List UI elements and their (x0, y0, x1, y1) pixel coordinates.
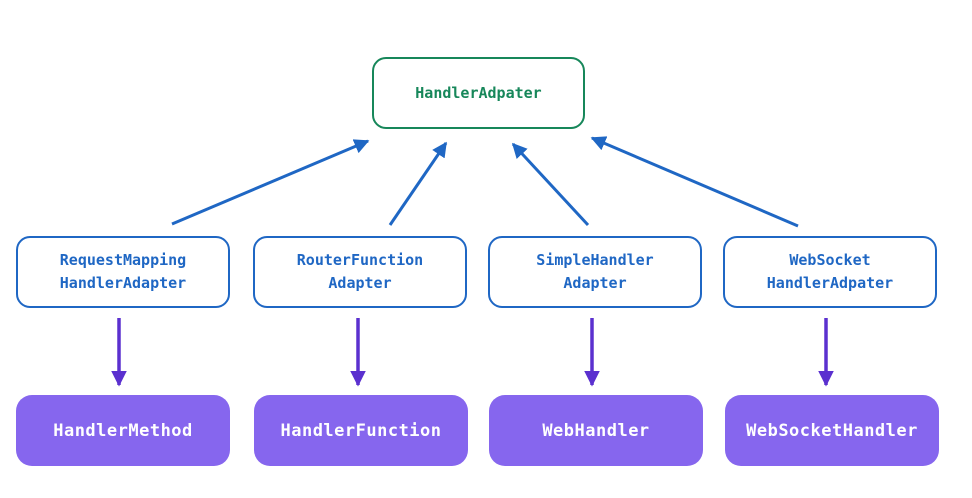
node-label-line1: WebSocket (789, 251, 871, 269)
node-label-line1: RequestMapping (59, 251, 187, 269)
arrow-simplehandler-to-root (511, 142, 590, 227)
node-label: HandlerAdpater (415, 84, 542, 102)
node-label: WebHandler (542, 420, 650, 441)
node-label-line2: HandlerAdpater (766, 274, 894, 292)
node-simplehandler-adapter: SimpleHandler Adapter (488, 236, 702, 308)
node-requestmapping-handleradapter: RequestMapping HandlerAdapter (16, 236, 230, 308)
node-handlermethod: HandlerMethod (16, 395, 230, 466)
node-label-line1: SimpleHandler (536, 251, 654, 269)
arrow-requestmapping-to-root (171, 139, 370, 226)
node-webhandler: WebHandler (489, 395, 703, 466)
node-websockethandler: WebSocketHandler (725, 395, 939, 466)
node-label-line2: Adapter (563, 274, 627, 292)
arrow-routerfunction-to-root (388, 141, 448, 226)
node-label: HandlerFunction (280, 420, 442, 441)
node-handler-adapter-root: HandlerAdpater (372, 57, 585, 129)
node-websocket-handleradapter: WebSocket HandlerAdpater (723, 236, 937, 308)
node-label: WebSocketHandler (746, 420, 918, 441)
node-label-line2: HandlerAdapter (59, 274, 187, 292)
arrow-websocket-to-root (590, 136, 799, 228)
node-routerfunction-adapter: RouterFunction Adapter (253, 236, 467, 308)
node-label-line2: Adapter (328, 274, 392, 292)
node-handlerfunction: HandlerFunction (254, 395, 468, 466)
node-label: HandlerMethod (53, 420, 193, 441)
node-label-line1: RouterFunction (296, 251, 424, 269)
